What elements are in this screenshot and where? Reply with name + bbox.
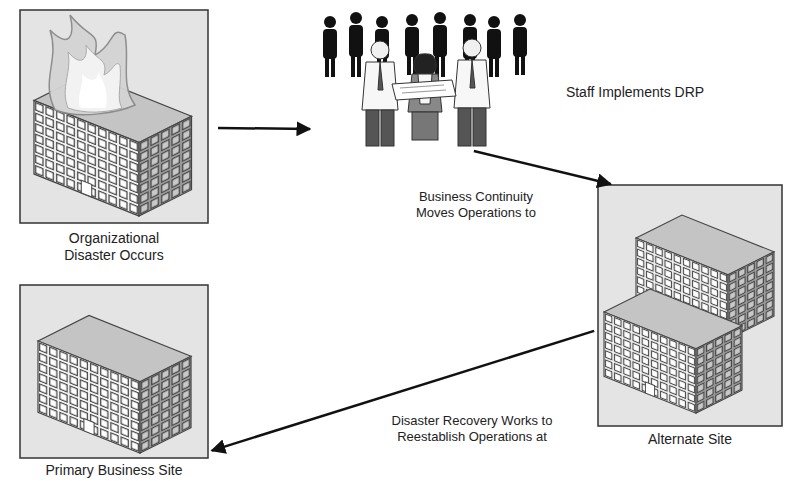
staff-people — [323, 12, 527, 146]
illustrated-node: Organizational Disaster Occurs — [20, 10, 208, 272]
picture-frame — [20, 285, 208, 458]
primary-building — [38, 316, 191, 454]
illustrated-node: Staff Implements DRP — [318, 10, 718, 150]
picture-frame — [598, 185, 782, 426]
flow-arrow — [474, 151, 611, 184]
node-caption: Alternate Site — [598, 431, 782, 448]
node-caption: Primary Business Site — [20, 462, 208, 479]
node-caption: Organizational Disaster Occurs — [54, 230, 174, 264]
alternate-building — [604, 215, 774, 413]
burning-building — [34, 15, 192, 216]
edge-label: Disaster Recovery Works to Reestablish O… — [356, 412, 588, 446]
edge-label: Business Continuity Moves Operations to — [398, 188, 554, 222]
picture-frame — [20, 10, 208, 223]
illustrated-node: Primary Business Site — [20, 285, 208, 479]
flow-arrow — [218, 127, 310, 130]
illustrated-node: Alternate Site — [598, 185, 782, 448]
flow-arrow — [212, 331, 594, 451]
node-caption: Staff Implements DRP — [555, 84, 715, 101]
